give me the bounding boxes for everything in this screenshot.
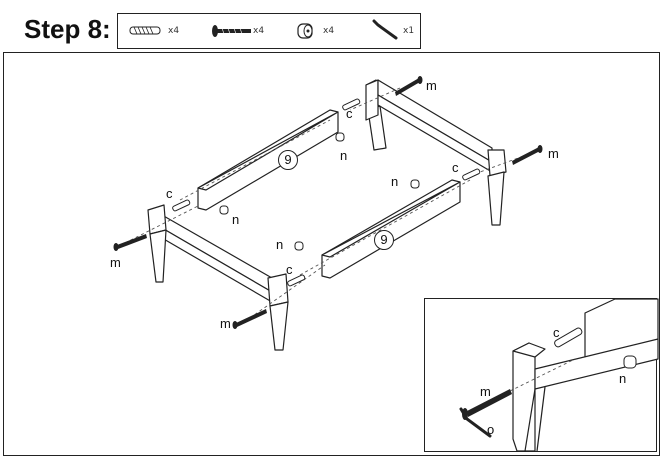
bolt-icon — [212, 25, 251, 37]
barrel-nut-icon — [623, 355, 637, 369]
front-left-post — [267, 273, 289, 307]
label-n-2: n — [276, 237, 284, 252]
label-m-3: m — [426, 78, 437, 93]
step-title: Step 8: — [24, 14, 111, 44]
dowel-qty: x4 — [168, 26, 180, 36]
label-c-3: c — [346, 106, 353, 121]
label-c-1: c — [166, 186, 173, 201]
allen-key-qty: x1 — [403, 26, 415, 36]
label-m-1: m — [110, 255, 121, 270]
parts-icons — [129, 19, 398, 40]
front-right-leg — [487, 171, 505, 226]
parts-list: x4 x4 x4 x1 — [117, 13, 421, 49]
barrel-nut-icon — [219, 132, 420, 251]
label-m-2: m — [220, 316, 231, 331]
bolt-icon — [113, 76, 543, 329]
front-right-post — [487, 149, 507, 177]
label-c-2: c — [286, 262, 293, 277]
front-left-leg — [269, 301, 289, 351]
allen-key-icon — [459, 407, 492, 438]
detail-drawing — [459, 298, 659, 452]
label-n-3: n — [340, 148, 348, 163]
illustration-frame — [3, 52, 660, 456]
detail-label-m: m — [480, 384, 491, 399]
part-9-back: 9 — [278, 150, 298, 170]
detail-inset: c n m o — [424, 298, 659, 452]
detail-label-c: c — [553, 325, 560, 340]
detail-label-n: n — [619, 371, 627, 386]
back-left-leg — [149, 229, 167, 283]
bolt-qty: x4 — [253, 26, 265, 36]
label-n-4: n — [391, 174, 399, 189]
front-short-rail-9 — [321, 179, 461, 279]
back-short-rail-9 — [197, 109, 339, 211]
label-n-1: n — [232, 212, 240, 227]
detail-label-o: o — [487, 422, 495, 437]
detail-post — [512, 342, 536, 452]
dowel-icon — [129, 26, 161, 35]
label-m-4: m — [548, 146, 559, 161]
dowel-icon — [172, 98, 481, 287]
label-c-4: c — [452, 160, 459, 175]
barrel-nut-qty: x4 — [323, 26, 335, 36]
dowel-icon — [554, 327, 583, 348]
part-9-front: 9 — [374, 230, 394, 250]
allen-key-icon — [372, 19, 398, 40]
barrel-nut-icon — [297, 23, 313, 39]
left-long-rail — [161, 214, 273, 293]
back-left-post — [147, 204, 167, 235]
